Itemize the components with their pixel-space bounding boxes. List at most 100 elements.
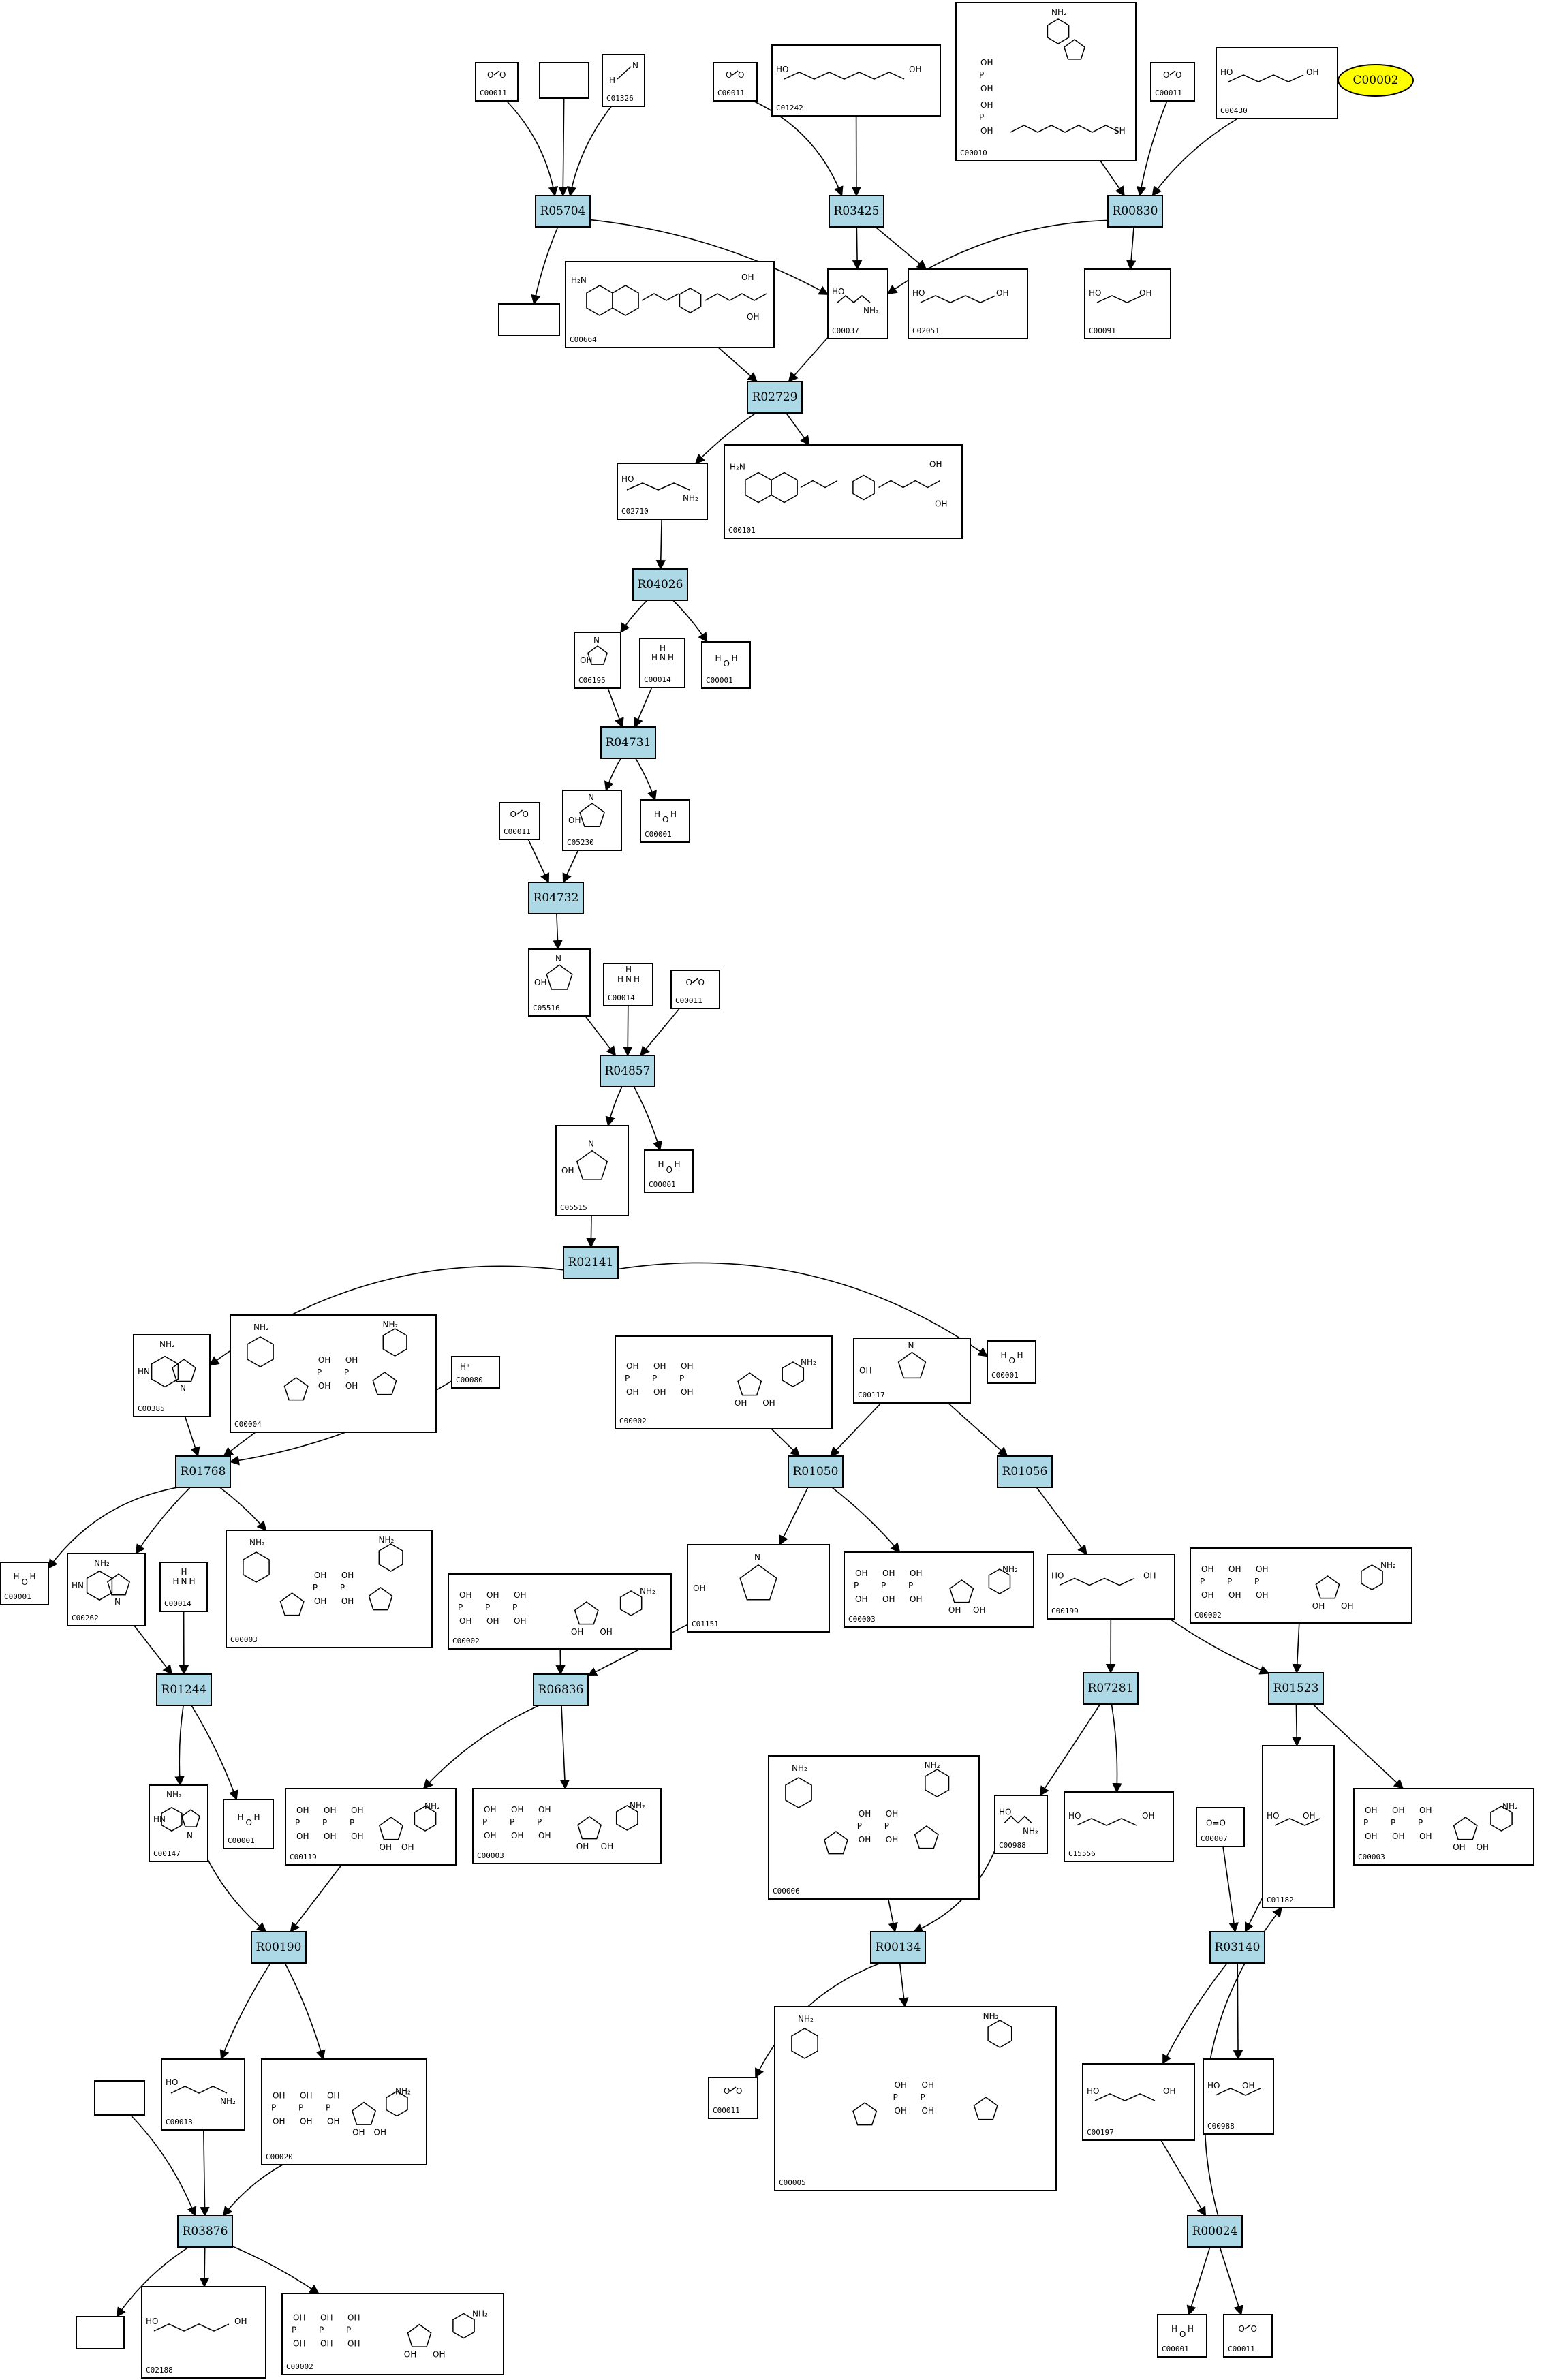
reaction-node[interactable]: R02729 xyxy=(747,381,803,414)
reaction-node[interactable]: R04731 xyxy=(600,726,656,759)
compound-box[interactable] xyxy=(223,1799,274,1849)
compound-box[interactable] xyxy=(644,1149,694,1193)
reaction-box[interactable] xyxy=(600,1055,655,1087)
compound-node[interactable]: H⁺C00080 xyxy=(451,1356,500,1389)
compound-box[interactable] xyxy=(0,1562,49,1605)
reaction-node[interactable]: R00134 xyxy=(870,1931,926,1964)
compound-box[interactable] xyxy=(603,963,653,1006)
compound-box[interactable] xyxy=(955,2,1137,161)
compound-box[interactable] xyxy=(1216,47,1338,119)
reaction-box[interactable] xyxy=(156,1673,212,1706)
compound-box[interactable] xyxy=(539,62,589,99)
compound-box[interactable] xyxy=(555,1125,629,1216)
reaction-node[interactable]: R00830 xyxy=(1107,195,1163,228)
compound-box[interactable] xyxy=(708,2077,758,2119)
compound-box[interactable] xyxy=(774,2006,1057,2191)
compound-box[interactable] xyxy=(281,2293,504,2375)
compound-box[interactable] xyxy=(574,632,621,689)
compound-box[interactable] xyxy=(701,641,751,689)
compound-box[interactable] xyxy=(261,2058,427,2165)
reaction-node[interactable]: R05704 xyxy=(535,195,591,228)
reaction-box[interactable] xyxy=(829,195,884,228)
compound-box[interactable] xyxy=(141,2286,266,2379)
reaction-node[interactable]: R07281 xyxy=(1083,1672,1139,1705)
compound-box[interactable] xyxy=(1064,1791,1174,1862)
highlight-ellipse[interactable] xyxy=(1338,64,1414,97)
compound-box[interactable] xyxy=(94,2080,145,2116)
compound-box[interactable] xyxy=(1223,2314,1273,2358)
empty-compound-node[interactable] xyxy=(498,303,560,336)
compound-box[interactable] xyxy=(149,1784,208,1862)
compound-box[interactable] xyxy=(1047,1554,1175,1620)
compound-box[interactable] xyxy=(853,1338,971,1404)
compound-box[interactable] xyxy=(499,802,540,840)
reaction-node[interactable]: R02141 xyxy=(563,1246,619,1279)
compound-box[interactable] xyxy=(498,303,560,336)
compound-box[interactable] xyxy=(1203,2058,1274,2135)
compound-box[interactable] xyxy=(602,54,645,107)
compound-box[interactable] xyxy=(528,948,591,1017)
reaction-node[interactable]: R03425 xyxy=(829,195,884,228)
reaction-box[interactable] xyxy=(535,195,591,228)
highlight-compound[interactable]: C00002 xyxy=(1338,64,1414,97)
compound-box[interactable] xyxy=(1196,1807,1245,1847)
compound-box[interactable] xyxy=(159,1562,208,1612)
reaction-node[interactable]: R03876 xyxy=(177,2215,233,2248)
reaction-node[interactable]: R01056 xyxy=(997,1455,1053,1488)
reaction-box[interactable] xyxy=(870,1931,926,1964)
reaction-box[interactable] xyxy=(563,1246,619,1279)
compound-box[interactable] xyxy=(827,268,888,339)
compound-box[interactable] xyxy=(724,444,963,539)
reaction-box[interactable] xyxy=(600,726,656,759)
compound-box[interactable] xyxy=(908,268,1028,339)
compound-box[interactable] xyxy=(771,44,941,117)
empty-compound-node[interactable] xyxy=(539,62,589,99)
compound-box[interactable] xyxy=(687,1544,830,1633)
reaction-box[interactable] xyxy=(1107,195,1163,228)
compound-box[interactable] xyxy=(670,970,720,1009)
compound-box[interactable] xyxy=(768,1755,980,1900)
reaction-box[interactable] xyxy=(997,1455,1053,1488)
reaction-box[interactable] xyxy=(1083,1672,1139,1705)
compound-box[interactable] xyxy=(617,463,708,520)
reaction-node[interactable]: R00024 xyxy=(1187,2215,1243,2248)
reaction-box[interactable] xyxy=(528,882,584,914)
empty-compound-node[interactable] xyxy=(76,2316,125,2349)
